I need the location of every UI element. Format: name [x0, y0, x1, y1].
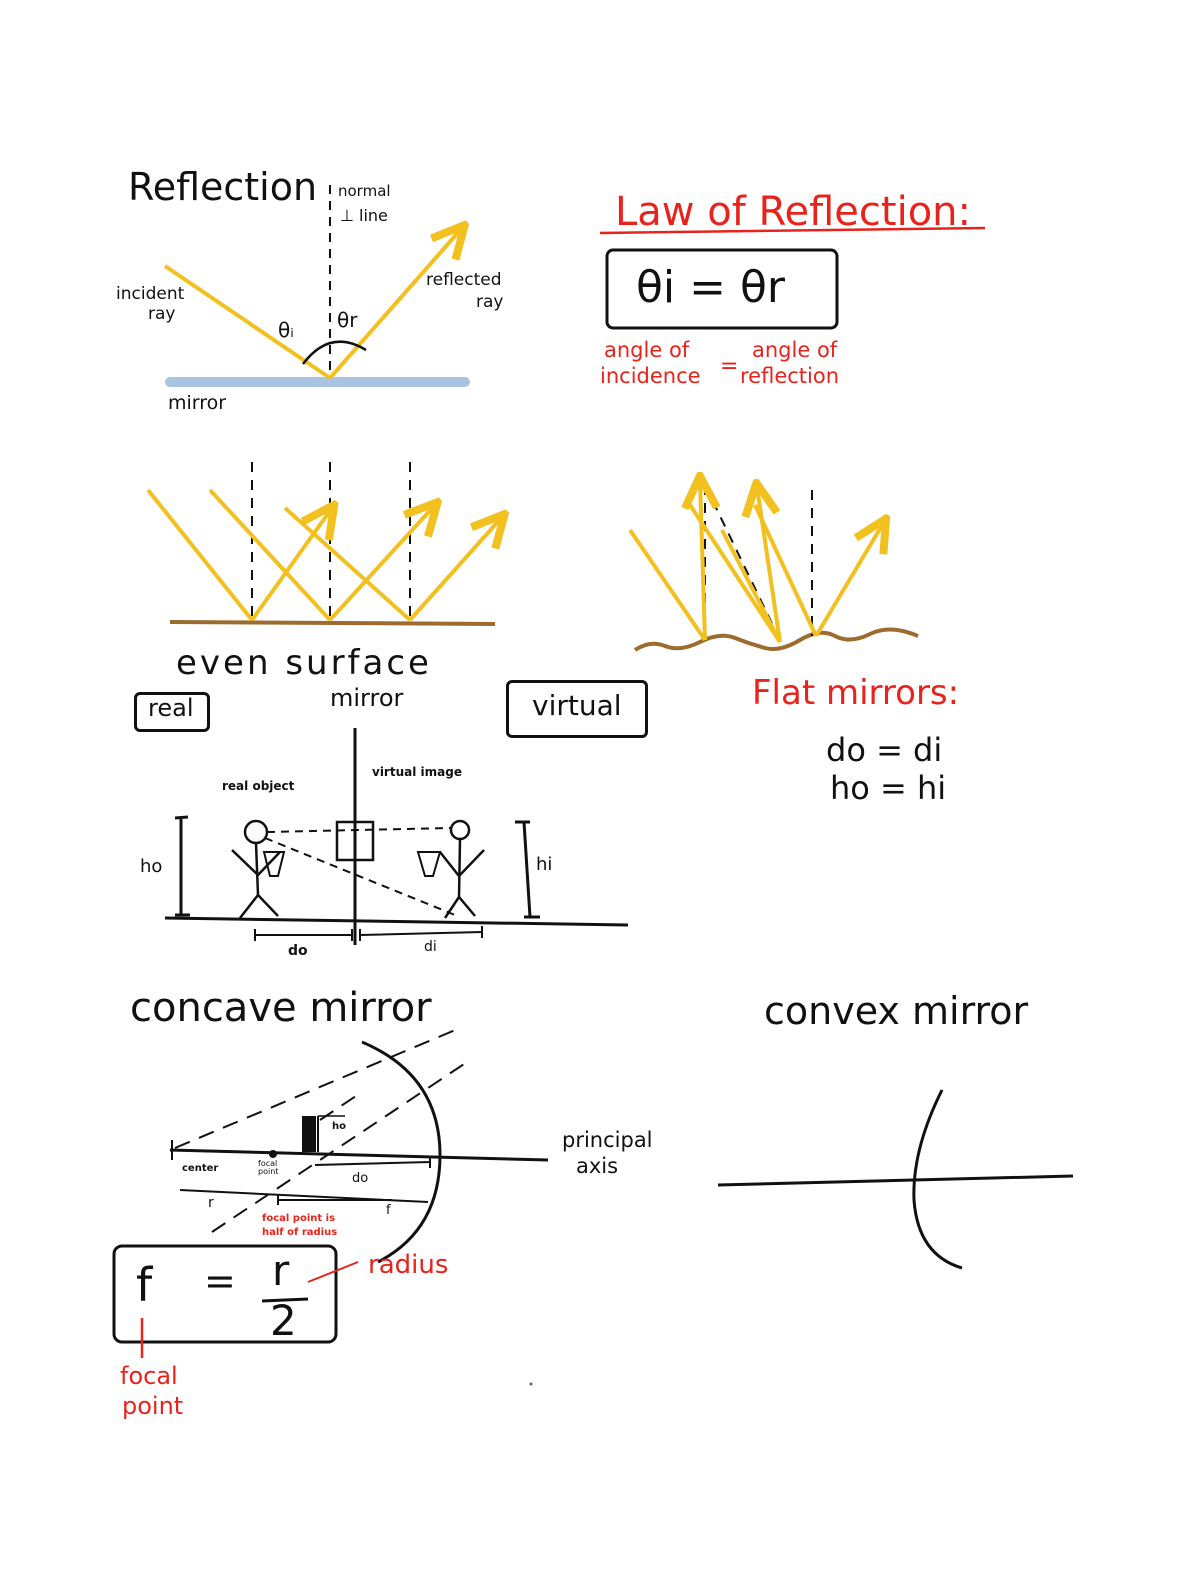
theta-r-label: θr — [337, 308, 358, 332]
principal-axis — [169, 1148, 549, 1162]
convex-mirror-diagram — [717, 1089, 1074, 1270]
angle-of-incidence-1: angle of — [604, 338, 690, 362]
angle-of-incidence-2: incidence — [600, 364, 701, 388]
virtual-label: virtual — [532, 689, 622, 722]
focal-point-small-label: focal point — [258, 1159, 279, 1176]
flat-mirror-diagram — [164, 728, 629, 945]
concave-r-label: r — [208, 1195, 214, 1211]
focal-note-2: half of radius — [262, 1227, 338, 1238]
rough-surface-diagram — [628, 480, 919, 652]
convex-curve — [912, 1089, 963, 1270]
angle-arc — [302, 340, 367, 365]
flat-eq-distance: do = di — [826, 731, 943, 769]
reflection-title: Reflection — [128, 165, 318, 209]
normal-label: normal — [338, 182, 391, 200]
convex-axis — [717, 1174, 1074, 1187]
law-formula-box — [605, 248, 839, 330]
law-title: Law of Reflection: — [615, 189, 971, 235]
principal-label: principal — [562, 1128, 653, 1152]
concave-formula-box — [112, 1244, 338, 1344]
law-formula: θi = θr — [636, 262, 785, 313]
angle-of-reflection-2: reflection — [740, 364, 840, 388]
rough-ground — [633, 627, 919, 652]
center-label: center — [182, 1163, 219, 1174]
concave-f-label: f — [386, 1203, 391, 1218]
incident-ray — [163, 264, 332, 380]
do-label: do — [288, 943, 308, 959]
virtual-image-label: virtual image — [372, 765, 462, 779]
convex-title: convex mirror — [764, 989, 1029, 1033]
flat-mirror-label: mirror — [330, 684, 404, 712]
concave-ho-label: ho — [332, 1121, 346, 1132]
di-label: di — [424, 939, 437, 955]
flat-eq-height: ho = hi — [830, 769, 947, 807]
hi-label: hi — [536, 854, 553, 875]
even-surface-diagram — [146, 462, 502, 626]
virtual-box — [506, 680, 648, 738]
concave-title: concave mirror — [130, 985, 432, 1031]
radius-pointer — [307, 1261, 359, 1283]
reflected-ray-label: ray — [476, 292, 504, 312]
reflected-label: reflected — [426, 270, 502, 290]
radius-label: radius — [368, 1250, 449, 1280]
reflection-diagram — [163, 185, 465, 387]
law-underline — [599, 226, 986, 235]
even-ground — [169, 620, 496, 626]
real-label: real — [148, 694, 194, 722]
angle-of-reflection-1: angle of — [752, 338, 838, 362]
focal-point-label: point — [122, 1392, 184, 1420]
focal-label: focal — [120, 1362, 178, 1390]
mirror-label: mirror — [168, 392, 227, 414]
formula-equals: = — [204, 1259, 236, 1303]
flat-ground — [164, 916, 629, 927]
reflected-ray — [328, 228, 462, 380]
concave-mirror-diagram — [112, 1027, 549, 1358]
axis-label: axis — [576, 1154, 619, 1178]
formula-f: f — [136, 1258, 153, 1312]
ho-label: ho — [140, 856, 163, 877]
concave-do-label: do — [352, 1171, 369, 1186]
theta-i-label: θᵢ — [278, 318, 294, 342]
real-box — [134, 692, 210, 732]
angle-equals: = — [720, 354, 739, 379]
incident-ray-label: ray — [148, 304, 176, 324]
concave-curve — [361, 1040, 442, 1264]
focal-note-1: focal point is — [262, 1213, 336, 1224]
perpendicular-label: ⊥ line — [340, 206, 388, 225]
real-object-label: real object — [222, 779, 295, 793]
even-surface-label: even surface — [176, 643, 432, 683]
flat-mirrors-title: Flat mirrors: — [752, 673, 960, 713]
formula-2: 2 — [270, 1296, 297, 1345]
formula-r: r — [272, 1246, 290, 1295]
incident-label: incident — [116, 284, 185, 304]
